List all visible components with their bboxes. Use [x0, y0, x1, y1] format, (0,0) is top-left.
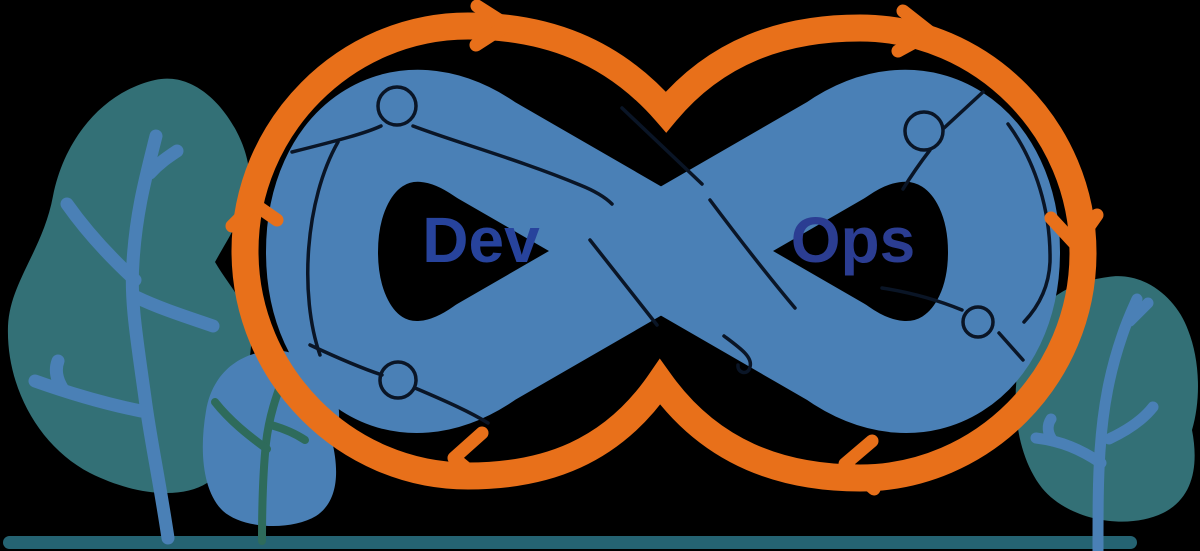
middle-tree-trunk: [258, 369, 289, 545]
seam-top-right-b: [901, 148, 932, 191]
middle-tree-branch-left: [211, 398, 271, 453]
left-tree-branch-top: [143, 144, 184, 180]
dev-label: Dev: [422, 204, 540, 276]
left-tree-branch-lower-left: [28, 374, 148, 418]
middle-tree-branch-right: [267, 421, 309, 444]
left-tree-branch-right: [129, 290, 220, 333]
right-tree-branch-top: [1124, 297, 1154, 327]
right-tree-branch-left: [1030, 432, 1107, 469]
arrowhead-bottom-right-icon: [838, 434, 881, 496]
arrowhead-right-icon: [1044, 208, 1104, 252]
left-tree-branch-upper-left: [60, 197, 142, 287]
seam-bottom-right-b: [997, 331, 1025, 362]
left-tree-twig: [49, 354, 69, 395]
puzzle-knob-bottom-left: [378, 360, 418, 400]
seam-bottom-left-b: [413, 386, 490, 425]
seam-top-right-a: [942, 90, 985, 130]
cycle-arrowheads: [225, 0, 1104, 496]
orange-loop: [231, 12, 1097, 492]
seam-right-arc: [1006, 122, 1052, 324]
seam-center-lower: [588, 238, 659, 327]
seam-center-right: [708, 198, 797, 310]
seam-bottom-right-a: [880, 286, 964, 312]
seam-center-curl: [722, 334, 753, 375]
right-tree-branch-right: [1103, 401, 1159, 445]
seam-left-arc: [306, 140, 340, 357]
ground-bar: [3, 536, 1137, 549]
seam-top-left-b: [411, 124, 614, 206]
left-tree: [7, 78, 252, 545]
seam-center-upper: [620, 106, 704, 186]
right-tree-twig: [1042, 413, 1059, 447]
arrowhead-bottom-left-icon: [447, 426, 490, 489]
puzzle-curl-bottom-right: [961, 305, 995, 339]
ops-label: Ops: [790, 204, 916, 276]
arrowhead-top-right-icon: [891, 4, 938, 58]
seam-top-left-a: [290, 124, 383, 154]
left-tree-trunk: [125, 129, 175, 545]
arrowhead-left-icon: [225, 197, 284, 233]
cycle-ring: [231, 12, 1097, 492]
puzzle-socket-top-right: [903, 110, 945, 152]
puzzle-seams: [290, 85, 1052, 425]
puzzle-knob-top-left: [376, 85, 418, 127]
arrowhead-top-left-icon: [469, 0, 514, 52]
ground-line: [3, 536, 1137, 549]
